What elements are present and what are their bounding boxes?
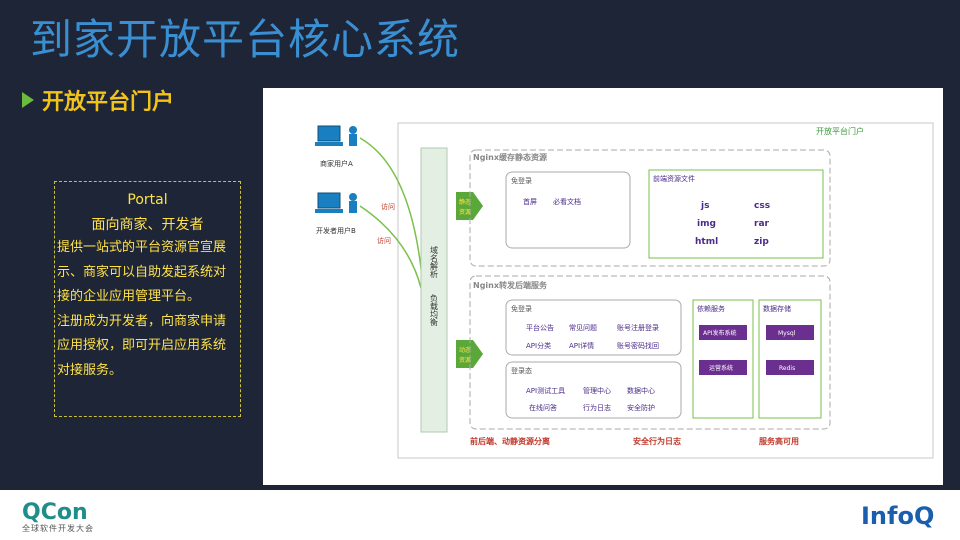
backend-no-login-box — [505, 299, 682, 356]
static-item: 必看文档 — [553, 197, 581, 206]
file-type: js — [700, 201, 709, 211]
service-item: 数据中心 — [627, 386, 655, 395]
static-item: 首屏 — [523, 197, 537, 206]
section-heading: 开放平台门户 — [22, 84, 174, 116]
outer-label: 开放平台门户 — [816, 126, 864, 136]
storage-title: 数据存储 — [763, 304, 791, 313]
service-item: 账号注册登录 — [617, 323, 659, 332]
file-type: html — [695, 237, 718, 247]
infoq-logo: InfoQ — [861, 502, 935, 530]
storage-chip — [766, 325, 814, 340]
computer-icon — [315, 192, 343, 213]
nginx-backend-title: Nginx转发后端服务 — [473, 280, 548, 290]
portal-title: Portal — [127, 192, 168, 208]
access-label: 访问 — [377, 236, 391, 245]
service-item: 管理中心 — [583, 386, 611, 395]
frontend-files-title: 前端资源文件 — [653, 174, 695, 183]
storage-chip-label: Redis — [779, 365, 795, 372]
page-title: 到家开放平台核心系统 — [30, 15, 461, 64]
static-resource-tag — [456, 192, 483, 220]
portal-line: 接的企业应用管理平台。 — [57, 289, 201, 304]
portal-line: 注册成为开发者，向商家申请 — [57, 313, 227, 329]
portal-line: 提供一站式的平台资源官宣展 — [57, 240, 227, 255]
qcon-tagline: 全球软件开发大会 — [22, 524, 94, 533]
qcon-logo: QCon — [22, 500, 88, 525]
dependency-box — [692, 299, 754, 419]
nginx-static-title: Nginx缓存静态资源 — [473, 152, 547, 162]
storage-chip-label: Mysql — [778, 330, 796, 337]
portal-description: 提供一站式的平台资源官宣展 示、商家可以自助发起系统对 接的企业应用管理平台。 … — [55, 236, 240, 383]
access-label: 访问 — [381, 202, 395, 211]
file-type: zip — [754, 237, 769, 247]
storage-chip — [766, 360, 814, 375]
backend-no-login-title: 免登录 — [511, 304, 532, 313]
portal-audience: 面向商家、开发者 — [91, 217, 204, 233]
service-item: API分类 — [526, 341, 551, 350]
architecture-diagram-panel: 开放平台门户 商家用户A 开发者用户B 访问 访问 域名解析 负载均衡 — [263, 88, 943, 485]
service-item: 行为日志 — [583, 403, 611, 412]
portal-line: 对接服务。 — [57, 362, 123, 378]
service-chip-label: 运营系统 — [709, 364, 733, 372]
static-tag-label: 静态 — [459, 198, 471, 206]
frontend-files-box — [648, 169, 824, 259]
service-item: 账号密码找回 — [617, 341, 659, 350]
file-type: img — [697, 219, 716, 229]
user-label: 商家用户A — [320, 159, 353, 168]
logged-in-box — [505, 361, 682, 419]
gateway-lb-label: 负载均衡 — [430, 293, 439, 327]
service-item: 常见问题 — [569, 323, 597, 332]
logged-in-title: 登录态 — [511, 366, 532, 375]
section-title: 开放平台门户 — [42, 90, 175, 115]
footer-bar — [0, 490, 960, 540]
user-label: 开发者用户B — [316, 226, 356, 235]
dynamic-resource-tag — [456, 340, 483, 368]
portal-description-box: Portal 面向商家、开发者 提供一站式的平台资源官宣展 示、商家可以自助发起… — [54, 181, 241, 417]
architecture-diagram: 开放平台门户 商家用户A 开发者用户B 访问 访问 域名解析 负载均衡 — [315, 122, 934, 459]
nginx-static-group — [469, 149, 831, 267]
file-type: rar — [754, 219, 770, 229]
service-item: API测试工具 — [526, 386, 565, 395]
svg-text:资源: 资源 — [459, 356, 471, 364]
service-chip-label: API发布系统 — [703, 329, 737, 337]
diagram-footer-label: 服务高可用 — [759, 436, 799, 446]
storage-box — [758, 299, 822, 419]
service-item: 安全防护 — [627, 403, 655, 412]
nginx-backend-group — [469, 275, 831, 430]
service-chip — [699, 360, 747, 375]
access-arrow — [359, 205, 422, 289]
diagram-footer-label: 前后端、动静资源分离 — [470, 436, 550, 446]
person-icon — [349, 126, 357, 146]
service-chip — [699, 325, 747, 340]
gateway-bar — [420, 147, 448, 433]
dynamic-tag-label: 动态 — [459, 346, 471, 354]
portal-line: 应用授权，即可开启应用系统 — [57, 338, 227, 353]
file-type: css — [754, 201, 770, 211]
portal-line: 示、商家可以自助发起系统对 — [57, 264, 227, 280]
static-no-login-title: 免登录 — [511, 176, 532, 185]
computer-icon — [315, 125, 343, 146]
person-icon — [349, 193, 357, 213]
outer-boundary — [397, 122, 934, 459]
dependency-title: 依赖服务 — [697, 304, 725, 313]
gateway-dns-label: 域名解析 — [430, 245, 439, 279]
service-item: 在线问答 — [529, 403, 557, 412]
svg-text:资源: 资源 — [459, 208, 471, 216]
service-item: API详情 — [569, 341, 594, 350]
static-no-login-box — [505, 171, 631, 249]
diagram-footer-label: 安全行为日志 — [633, 436, 681, 446]
access-arrow — [359, 137, 424, 289]
service-item: 平台公告 — [526, 323, 554, 332]
play-arrow-icon — [22, 92, 34, 108]
